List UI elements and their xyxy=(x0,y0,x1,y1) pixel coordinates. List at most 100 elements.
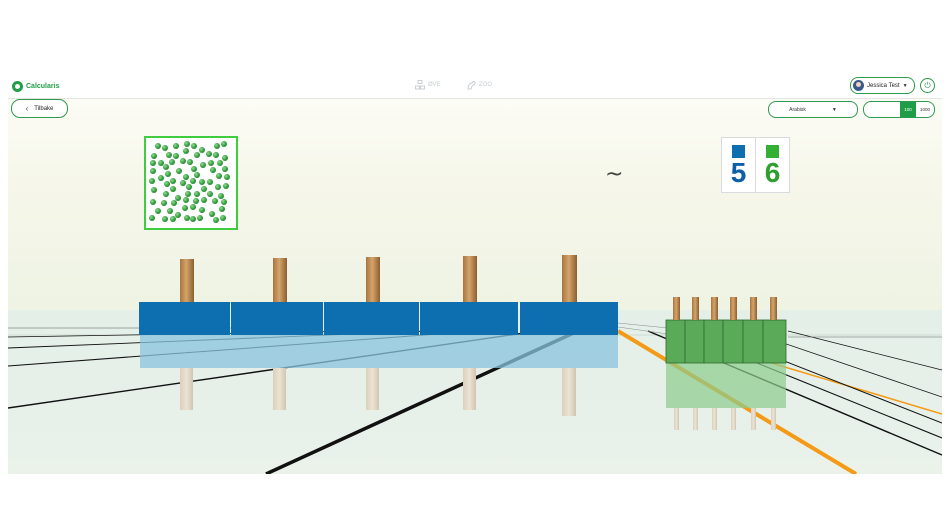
green-number: 6 xyxy=(764,157,781,188)
dot xyxy=(183,197,190,204)
dot xyxy=(209,166,216,173)
green-block xyxy=(762,319,787,364)
number-format-select[interactable]: Arabisk ▼ xyxy=(768,101,858,118)
green-peg-reflection xyxy=(751,408,756,430)
dot xyxy=(190,166,197,173)
peg xyxy=(463,256,477,302)
dot xyxy=(222,183,229,190)
calcularis-logo-icon xyxy=(12,80,23,92)
peg-reflection xyxy=(562,368,576,416)
dot xyxy=(186,183,193,190)
dot xyxy=(164,181,171,188)
dot xyxy=(170,185,176,192)
chevron-left-icon: ‹ xyxy=(25,104,29,113)
app-name: Calcularis xyxy=(26,82,60,90)
dot xyxy=(194,151,201,158)
back-button[interactable]: ‹ Tilbake xyxy=(11,99,68,118)
nav-training-label: ØVE xyxy=(428,82,441,88)
dot xyxy=(183,214,190,221)
dot xyxy=(207,178,214,185)
green-block xyxy=(722,319,744,364)
green-block xyxy=(684,319,705,364)
green-peg-reflection xyxy=(731,408,736,430)
dot xyxy=(185,190,192,197)
dot xyxy=(208,160,215,167)
green-blocks-reflection xyxy=(666,363,786,408)
chevron-down-icon: ▼ xyxy=(902,82,908,89)
green-peg-reflection xyxy=(693,408,698,430)
dot xyxy=(205,151,212,157)
dot xyxy=(190,178,197,185)
dot xyxy=(174,211,181,218)
green-peg xyxy=(750,297,757,320)
range-option-1000[interactable]: 1000 xyxy=(919,107,930,112)
dot-set-card[interactable] xyxy=(144,136,238,230)
peg-reflection xyxy=(463,368,476,410)
peg xyxy=(562,255,577,302)
dot xyxy=(149,178,155,184)
dot xyxy=(206,190,213,197)
dot xyxy=(193,172,200,179)
dot xyxy=(193,191,200,198)
dot xyxy=(214,184,221,191)
dot xyxy=(157,159,164,166)
range-option-100[interactable]: 100 xyxy=(900,102,916,117)
dot xyxy=(213,143,220,150)
dot xyxy=(163,164,170,171)
dot xyxy=(173,153,180,160)
nav-training[interactable]: ØVE xyxy=(415,80,441,90)
dot xyxy=(163,191,169,197)
dot xyxy=(213,152,220,159)
dot xyxy=(165,170,172,177)
peg xyxy=(273,258,287,302)
blue-block xyxy=(520,302,618,335)
peg xyxy=(366,257,380,302)
number-card: 5 6 xyxy=(721,137,790,193)
blue-block xyxy=(420,302,518,335)
nav-zoo[interactable]: ZOO xyxy=(466,80,492,90)
green-peg-reflection xyxy=(712,408,717,430)
blue-block xyxy=(231,302,323,335)
dot xyxy=(186,158,193,165)
dot xyxy=(199,146,205,153)
green-number-column[interactable]: 6 xyxy=(755,138,789,192)
dot xyxy=(161,215,168,222)
dot xyxy=(221,155,228,162)
user-menu-button[interactable]: Jessica Test ▼ xyxy=(850,77,915,94)
dot xyxy=(179,158,186,164)
grid-line xyxy=(617,326,669,335)
dot xyxy=(155,207,161,214)
dot xyxy=(208,210,215,217)
blue-number-column[interactable]: 5 xyxy=(722,138,755,192)
dot xyxy=(149,168,156,175)
dot xyxy=(220,214,227,221)
dot xyxy=(151,186,158,193)
blue-block xyxy=(324,302,419,335)
dot xyxy=(199,178,206,185)
green-blocks xyxy=(665,319,787,364)
dot xyxy=(192,198,199,205)
dot xyxy=(221,141,228,148)
dot xyxy=(201,197,208,203)
dot xyxy=(158,174,165,181)
blue-block xyxy=(139,302,230,335)
dot xyxy=(150,159,156,166)
training-icon xyxy=(415,80,425,90)
dot xyxy=(221,198,228,205)
dot xyxy=(155,142,162,149)
blue-blocks xyxy=(139,302,618,335)
dot xyxy=(201,186,208,193)
dot xyxy=(219,206,226,213)
game-viewport: Calcularis ØVE ZOO Jessica Test ▼ ⏻ xyxy=(8,72,942,474)
orange-line xyxy=(767,361,942,415)
dot xyxy=(149,198,156,205)
green-peg xyxy=(692,297,699,320)
app-logo[interactable]: Calcularis xyxy=(12,79,59,93)
power-button[interactable]: ⏻ xyxy=(920,78,935,93)
green-peg-reflection xyxy=(771,408,776,430)
dot xyxy=(217,192,224,199)
green-peg xyxy=(730,297,737,320)
dot xyxy=(211,197,218,204)
peg-reflection xyxy=(180,368,193,410)
number-range-toggle[interactable]: 100 1000 xyxy=(863,101,935,118)
